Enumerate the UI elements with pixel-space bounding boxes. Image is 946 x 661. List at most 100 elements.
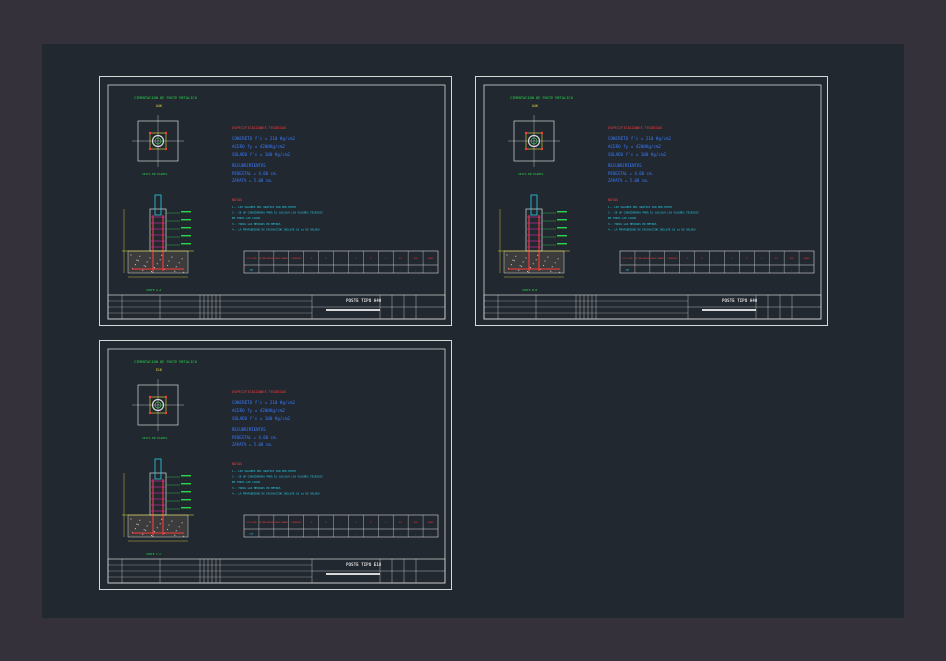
table-header-cell: A xyxy=(311,521,312,524)
spec-line: SOLADO f'c = 100 Kg/cm2 xyxy=(232,152,290,157)
table-header-cell: D xyxy=(355,258,356,260)
section-aggregate-dot xyxy=(174,270,176,272)
cover-title: RECUBRIMIENTOS xyxy=(232,163,266,168)
section-aggregate-dot xyxy=(130,254,132,256)
section-aggregate-dot xyxy=(512,259,514,261)
table-header-cell: PESO xyxy=(790,258,794,260)
section-aggregate-dot xyxy=(178,262,180,264)
note-line: 4.- LA PROFUNDIDAD DE EXCAVACION INCLUYE… xyxy=(232,227,320,231)
drawing-top-subtitle: E18 xyxy=(156,368,162,372)
section-aggregate-dot xyxy=(537,254,539,256)
spec-line: ACERO fy = 4200Kg/cm2 xyxy=(232,144,285,149)
section-aggregate-dot xyxy=(529,267,531,269)
table-header-cell: C xyxy=(340,258,341,260)
section-aggregate-dot xyxy=(515,255,517,257)
table-header-cell: VOL xyxy=(775,258,778,260)
section-leader-note xyxy=(181,211,191,213)
section-aggregate-dot xyxy=(152,535,154,537)
spec-title: ESPECIFICACIONES TECNICAS xyxy=(608,126,662,130)
table-value-cell: - xyxy=(761,270,762,272)
section-aggregate-dot xyxy=(136,259,138,261)
section-leader-note xyxy=(181,227,191,229)
inner-border xyxy=(483,84,822,320)
section-pole xyxy=(530,194,538,216)
table-value-cell: - xyxy=(806,270,807,272)
table-header-cell: VOL xyxy=(399,258,402,260)
section-footing xyxy=(127,514,189,538)
table-header-cell: B xyxy=(326,522,327,524)
section-aggregate-dot xyxy=(522,261,524,263)
data-table xyxy=(243,250,439,274)
section-view-label: CORTE C-C xyxy=(146,552,161,556)
spec-line: SOLADO f'c = 100 Kg/cm2 xyxy=(232,416,290,421)
section-pole xyxy=(154,194,162,216)
note-line: EN TODOS LOS CASOS xyxy=(232,216,261,220)
section-aggregate-dot xyxy=(149,257,151,259)
note-line: 1.- LOS VALORES DEL GRAFICO SON POR POST… xyxy=(232,469,296,473)
section-aggregate-dot xyxy=(183,535,185,537)
spec-line: CONCRETO f'c = 210 Kg/cm2 xyxy=(608,136,672,141)
section-aggregate-dot xyxy=(142,269,144,271)
table-header-cell: F xyxy=(385,258,386,260)
section-leader-note xyxy=(181,507,191,509)
table-header-cell: ALTURA MONTAJE xyxy=(259,257,273,260)
section-aggregate-dot xyxy=(143,529,145,531)
section-aggregate-dot xyxy=(519,265,521,267)
plan-anchor-bolt xyxy=(540,131,544,135)
table-header-cell: CARGA TRABAJO xyxy=(651,257,664,260)
table-value-cell: - xyxy=(340,534,341,536)
section-aggregate-dot xyxy=(146,525,148,527)
table-header-cell: CARGA TRABAJO xyxy=(275,257,288,260)
table-value-cell: - xyxy=(731,270,732,272)
section-aggregate-dot xyxy=(557,258,559,260)
inner-border xyxy=(107,348,446,584)
spec-title: ESPECIFICACIONES TECNICAS xyxy=(232,126,286,130)
table-header-cell: PESO xyxy=(414,522,418,524)
note-line: EN TODOS LOS CASOS xyxy=(608,216,637,220)
cover-line: PEDESTAL = 4.00 cm. xyxy=(232,171,278,176)
section-aggregate-dot xyxy=(152,271,154,273)
section-aggregate-dot xyxy=(525,257,527,259)
section-aggregate-dot xyxy=(130,518,132,520)
title-block-title: POSTE TIPO A40 xyxy=(346,298,382,303)
table-header-cell: D xyxy=(731,258,732,260)
table-value-cell: - xyxy=(776,270,777,272)
cover-title: RECUBRIMIENTOS xyxy=(608,163,642,168)
section-aggregate-dot xyxy=(149,521,151,523)
note-line: 2.- SE HA CONSIDERADO PARA EL CALCULO LO… xyxy=(232,211,323,215)
table-header-cell: ACERO xyxy=(804,257,809,260)
spec-line: SOLADO f'c = 100 Kg/cm2 xyxy=(608,152,666,157)
section-aggregate-dot xyxy=(544,260,546,262)
table-header-cell: F xyxy=(385,522,386,524)
title-block-subtitle-bar xyxy=(702,309,756,311)
table-header-cell: E xyxy=(746,258,747,260)
plan-anchor-bolt xyxy=(148,147,152,151)
section-aggregate-dot xyxy=(510,264,512,266)
section-aggregate-dot xyxy=(532,263,534,265)
section-leader-note xyxy=(181,219,191,221)
table-value-cell: - xyxy=(701,270,702,272)
note-line: 2.- SE HA CONSIDERADO PARA EL CALCULO LO… xyxy=(608,211,699,215)
section-aggregate-dot xyxy=(551,266,553,268)
section-aggregate-dot xyxy=(535,259,537,261)
section-aggregate-dot xyxy=(146,261,148,263)
table-value-cell: - xyxy=(325,270,326,272)
section-leader-note xyxy=(181,483,191,485)
table-header-cell: CARGA TRABAJO xyxy=(275,521,288,524)
note-line: EN TODOS LOS CASOS xyxy=(232,480,261,484)
section-leader-note xyxy=(557,227,567,229)
section-aggregate-dot xyxy=(542,264,545,267)
table-header-cell: ACERO xyxy=(428,521,433,524)
spec-line: CONCRETO f'c = 210 Kg/cm2 xyxy=(232,400,296,405)
plan-anchor-bolt xyxy=(164,411,168,415)
section-aggregate-dot xyxy=(559,271,561,273)
drawing-top-subtitle: A40 xyxy=(156,104,162,108)
note-line: 3.- TODAS LAS MEDIDAS EN METROS xyxy=(232,222,281,226)
title-block-subtitle-bar xyxy=(326,573,380,575)
section-view-label: CORTE B-B xyxy=(522,288,537,292)
title-block-subtitle-bar xyxy=(326,309,380,311)
